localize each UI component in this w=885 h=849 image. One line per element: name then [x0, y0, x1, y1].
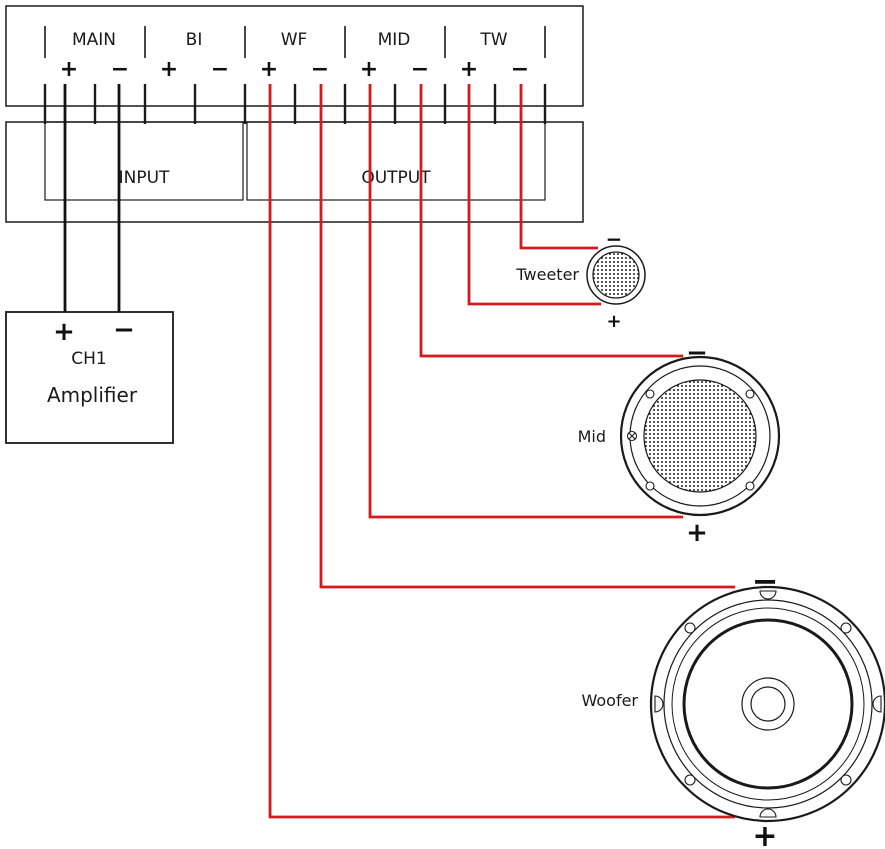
- section-label-mid: MID: [378, 30, 411, 50]
- mid-label: Mid: [578, 427, 606, 446]
- input-wires: [63, 84, 121, 312]
- crossover-board: INPUT OUTPUT: [5, 121, 584, 223]
- woofer-cone: [682, 618, 854, 790]
- woofer-minus-sign: −: [752, 562, 779, 600]
- input-label: INPUT: [119, 168, 170, 188]
- amplifier-minus-sign: −: [113, 315, 135, 345]
- woofer-dustcap-inner: [750, 686, 786, 722]
- woofer-minus-wire: [319, 84, 735, 589]
- mid-plus-wire: [368, 84, 683, 519]
- bi-plus-sign: +: [160, 57, 178, 82]
- crossover-terminal-strip: MAIN BI WF MID TW + − + − + − + − + −: [5, 5, 584, 107]
- section-label-tw: TW: [479, 30, 507, 50]
- tweeter-label: Tweeter: [515, 265, 579, 284]
- mid-minus-wire: [419, 84, 683, 358]
- section-label-main: MAIN: [72, 30, 116, 50]
- tweeter-grille: [592, 251, 640, 299]
- tweeter-minus-wire: [519, 84, 598, 250]
- wf-plus-sign: +: [260, 57, 278, 82]
- section-label-bi: BI: [186, 30, 203, 50]
- woofer-dustcap-outer: [741, 677, 795, 731]
- section-label-wf: WF: [281, 30, 308, 50]
- woofer-mount-tabs: [654, 590, 882, 818]
- mid-plus-sign: +: [360, 57, 378, 82]
- amplifier-plus-sign: +: [53, 317, 75, 347]
- section-dividers: [44, 26, 546, 58]
- mid-screw-icon: [626, 430, 638, 442]
- woofer-speaker: − + Woofer: [581, 562, 885, 849]
- amplifier-frame: [5, 311, 174, 444]
- woofer-surround-ring: [671, 607, 865, 801]
- mid-mount-holes: [645, 389, 755, 491]
- terminal-posts: [43, 84, 547, 124]
- bi-minus-sign: −: [211, 57, 229, 82]
- woofer-plus-wire: [268, 84, 735, 819]
- woofer-outer-ring: [649, 585, 885, 823]
- tweeter-plus-wire: [467, 84, 601, 306]
- mid-grille: [643, 379, 757, 493]
- woofer-frame-ring: [663, 599, 873, 809]
- tweeter-minus-sign: −: [606, 227, 623, 251]
- tw-minus-sign: −: [511, 57, 529, 82]
- wf-minus-sign: −: [311, 57, 329, 82]
- main-minus-sign: −: [111, 57, 129, 82]
- tw-plus-sign: +: [460, 57, 478, 82]
- output-label: OUTPUT: [361, 168, 431, 188]
- woofer-label: Woofer: [581, 691, 638, 710]
- main-plus-sign: +: [60, 57, 78, 82]
- output-wires: [268, 84, 735, 819]
- terminal-polarity-signs: + − + − + − + − + −: [60, 57, 529, 82]
- mid-plus-sign: +: [686, 518, 708, 548]
- mid-speaker: − + Mid: [578, 338, 781, 548]
- tweeter-speaker: − + Tweeter: [515, 227, 646, 332]
- amplifier-box: + − CH1 Amplifier: [5, 311, 174, 444]
- crossover-board-frame: [5, 121, 584, 223]
- amplifier-channel-label: CH1: [71, 349, 106, 369]
- woofer-plus-sign: +: [752, 819, 777, 849]
- mid-minus-sign: −: [686, 338, 708, 368]
- output-section-box: [246, 121, 546, 201]
- mid-minus-sign: −: [411, 57, 429, 82]
- amplifier-label: Amplifier: [47, 383, 138, 407]
- tweeter-plus-sign: +: [606, 311, 621, 332]
- input-section-box: [44, 121, 244, 201]
